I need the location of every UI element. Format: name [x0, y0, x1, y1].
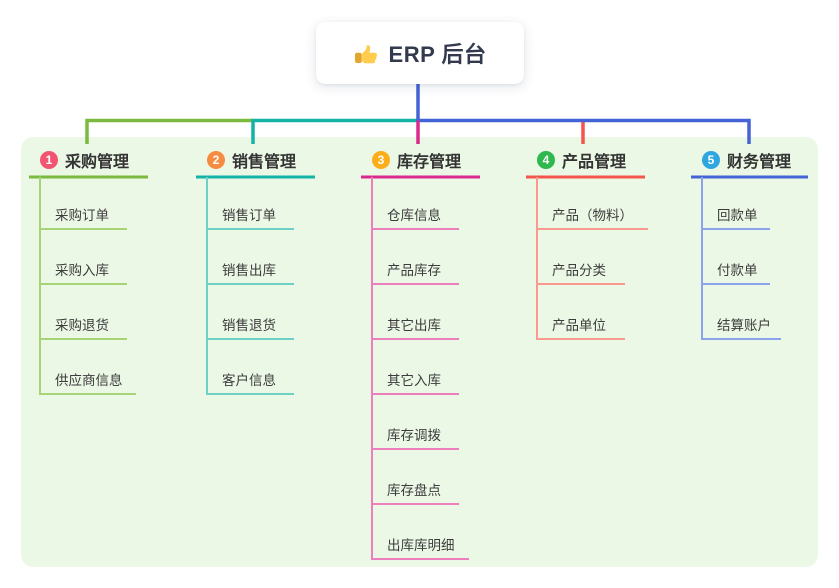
inventory-child-other-inbound[interactable]: 其它入库: [387, 373, 441, 388]
badge-4: 4: [537, 151, 555, 169]
finance-child-settlement-account[interactable]: 结算账户: [717, 318, 771, 333]
branch-title-label: 采购管理: [65, 154, 130, 171]
product-child-category[interactable]: 产品分类: [552, 263, 606, 278]
sales-child-customer-info[interactable]: 客户信息: [222, 373, 276, 388]
badge-1: 1: [40, 151, 58, 169]
inventory-child-transfer[interactable]: 库存调拨: [387, 428, 441, 443]
branches-background-panel: [21, 137, 818, 567]
inventory-child-warehouse-info[interactable]: 仓库信息: [387, 208, 441, 223]
branch-title-label: 财务管理: [727, 154, 792, 171]
thumbs-up-icon: [354, 41, 378, 65]
sales-child-order[interactable]: 销售订单: [222, 208, 276, 223]
branch-title-finance[interactable]: 5 财务管理: [702, 150, 792, 171]
inventory-child-other-outbound[interactable]: 其它出库: [387, 318, 441, 333]
inventory-child-product-stock[interactable]: 产品库存: [387, 263, 441, 278]
branch-title-label: 销售管理: [232, 154, 297, 171]
product-child-material[interactable]: 产品（物料）: [552, 208, 633, 223]
sales-child-return[interactable]: 销售退货: [222, 318, 276, 333]
inventory-child-stocktake[interactable]: 库存盘点: [387, 483, 441, 498]
badge-3: 3: [372, 151, 390, 169]
branch-title-label: 产品管理: [562, 154, 627, 171]
branch-title-inventory[interactable]: 3 库存管理: [372, 150, 462, 171]
product-child-unit[interactable]: 产品单位: [552, 318, 606, 333]
finance-child-receipt[interactable]: 回款单: [717, 208, 758, 223]
root-node[interactable]: ERP 后台: [316, 22, 524, 84]
finance-child-payment[interactable]: 付款单: [717, 263, 758, 278]
purchase-child-order[interactable]: 采购订单: [55, 208, 109, 223]
purchase-child-supplier-info[interactable]: 供应商信息: [55, 373, 123, 388]
badge-5: 5: [702, 151, 720, 169]
badge-2: 2: [207, 151, 225, 169]
sales-child-outbound[interactable]: 销售出库: [222, 263, 276, 278]
root-node-label: ERP 后台: [388, 42, 487, 67]
branch-title-label: 库存管理: [397, 154, 462, 171]
inventory-child-outbound-detail[interactable]: 出库库明细: [387, 538, 455, 553]
branch-title-product[interactable]: 4 产品管理: [537, 150, 627, 171]
branch-title-sales[interactable]: 2 销售管理: [207, 150, 297, 171]
purchase-child-inbound[interactable]: 采购入库: [55, 263, 109, 278]
purchase-child-return[interactable]: 采购退货: [55, 318, 109, 333]
branch-title-purchase[interactable]: 1 采购管理: [40, 150, 130, 171]
